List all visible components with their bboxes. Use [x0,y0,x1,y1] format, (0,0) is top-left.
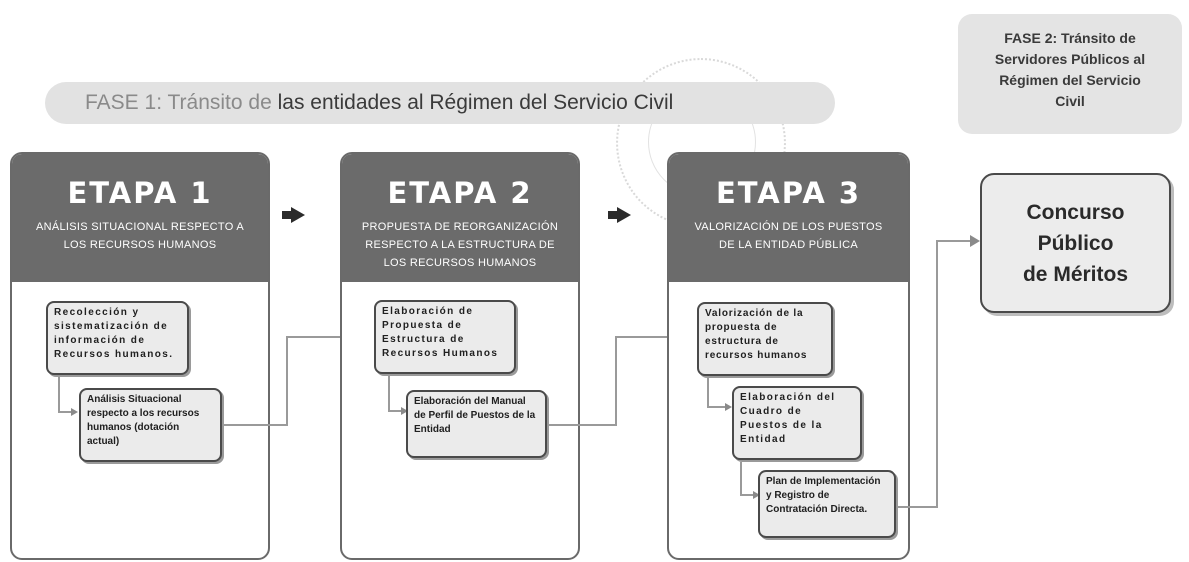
connector [740,494,754,496]
connector [286,336,368,338]
connector [388,376,390,412]
connector [615,336,617,426]
stage-3-header: ETAPA 3 VALORIZACIÓN DE LOS PUESTOS DE L… [669,154,908,282]
phase1-title: las entidades al Régimen del Servicio Ci… [277,91,674,114]
phase2-line-1: FASE 2: Tránsito de [1004,30,1136,46]
connector [936,240,938,508]
concurso-line-3: de Méritos [1022,263,1129,286]
stage-2-step-2: Elaboración del Manual de Perfil de Pues… [406,390,547,458]
block-arrow-icon [617,207,631,223]
phase1-banner: FASE 1: Tránsito de las entidades al Rég… [45,82,835,124]
connector [58,377,60,413]
connector [898,506,938,508]
stage-3-step-3: Plan de Implementación y Registro de Con… [758,470,896,538]
connector [707,406,727,408]
stage-3-step-2: Elaboración del Cuadro de Puestos de la … [732,386,862,460]
stage-1-step-1: Recolección y sistematización de informa… [46,301,189,375]
phase2-box: FASE 2: Tránsito de Servidores Públicos … [958,14,1182,134]
stage-2-description: PROPUESTA DE REORGANIZACIÓN RESPECTO A L… [361,221,559,269]
stage-1-description: ANÁLISIS SITUACIONAL RESPECTO A LOS RECU… [36,221,244,251]
concurso-line-2: Público [1037,232,1114,255]
phase2-line-2: Servidores Públicos al [994,51,1146,67]
connector [549,424,617,426]
phase2-line-4: Civil [1055,93,1085,109]
stage-2-title: ETAPA 2 [387,176,533,210]
connector [58,411,72,413]
connector [936,240,972,242]
connector [224,424,288,426]
arrow-head [725,403,732,411]
arrow-head [753,491,760,499]
connector [740,462,742,496]
stage-3-step-1: Valorización de la propuesta de estructu… [697,302,833,376]
connector [388,410,402,412]
stage-2-header: ETAPA 2 PROPUESTA DE REORGANIZACIÓN RESP… [342,154,578,282]
arrow-head [401,407,408,415]
phase1-prefix: FASE 1: Tránsito de [85,91,278,114]
connector [615,336,693,338]
phase2-line-3: Régimen del Servicio [999,72,1141,88]
stage-1-title: ETAPA 1 [67,176,213,210]
block-arrow-shaft [282,211,292,219]
arrow-head [970,235,980,247]
connector [286,336,288,426]
stage-2-step-1: Elaboración de Propuesta de Estructura d… [374,300,516,374]
stage-1-header: ETAPA 1 ANÁLISIS SITUACIONAL RESPECTO A … [12,154,268,282]
block-arrow-shaft [608,211,618,219]
arrow-head [71,408,78,416]
stage-3-description: VALORIZACIÓN DE LOS PUESTOS DE LA ENTIDA… [694,221,883,251]
concurso-box: Concurso Público de Méritos [980,173,1171,313]
block-arrow-icon [291,207,305,223]
concurso-line-1: Concurso [1026,201,1125,224]
stage-3-title: ETAPA 3 [715,176,862,210]
stage-1-step-2: Análisis Situacional respecto a los recu… [79,388,222,462]
connector [707,378,709,408]
